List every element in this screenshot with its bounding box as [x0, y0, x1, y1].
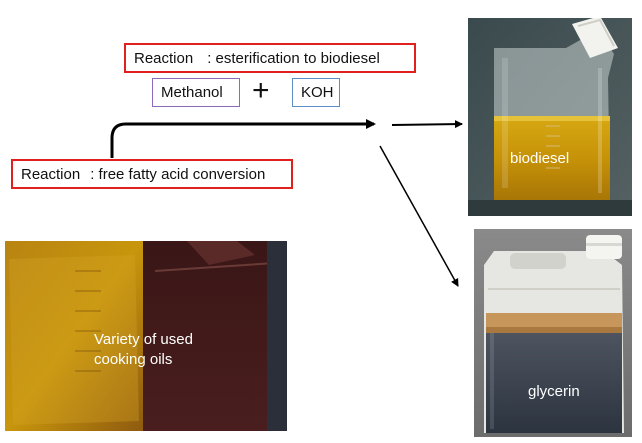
glycerin-photo [474, 229, 632, 437]
biodiesel-caption: biodiesel [510, 150, 570, 167]
koh-box: KOH [292, 78, 340, 107]
ffa-to-reaction-arrow [110, 119, 376, 158]
esterification-reaction-text: : esterification to biodiesel [207, 49, 380, 67]
biodiesel-photo [468, 18, 632, 216]
ffa-reaction-label: Reaction [21, 165, 81, 183]
ffa-reaction-text: : free fatty acid conversion [90, 165, 266, 183]
cooking-oils-caption-line1: Variety of used [94, 331, 193, 348]
glycerin-caption: glycerin [528, 383, 580, 400]
methanol-box: Methanol [152, 78, 240, 107]
cooking-oils-photo [5, 241, 287, 431]
koh-label: KOH [301, 84, 334, 101]
ffa-reaction-box: Reaction : free fatty acid conversion [11, 159, 293, 189]
esterification-reaction-box: Reaction : esterification to biodiesel [124, 43, 416, 73]
to-glycerin-arrow [379, 145, 459, 287]
esterification-reaction-label: Reaction [134, 49, 194, 67]
methanol-label: Methanol [161, 84, 223, 101]
cooking-oils-caption-line2: cooking oils [94, 351, 173, 368]
plus-sign: + [252, 74, 270, 107]
to-biodiesel-arrow [391, 120, 463, 129]
